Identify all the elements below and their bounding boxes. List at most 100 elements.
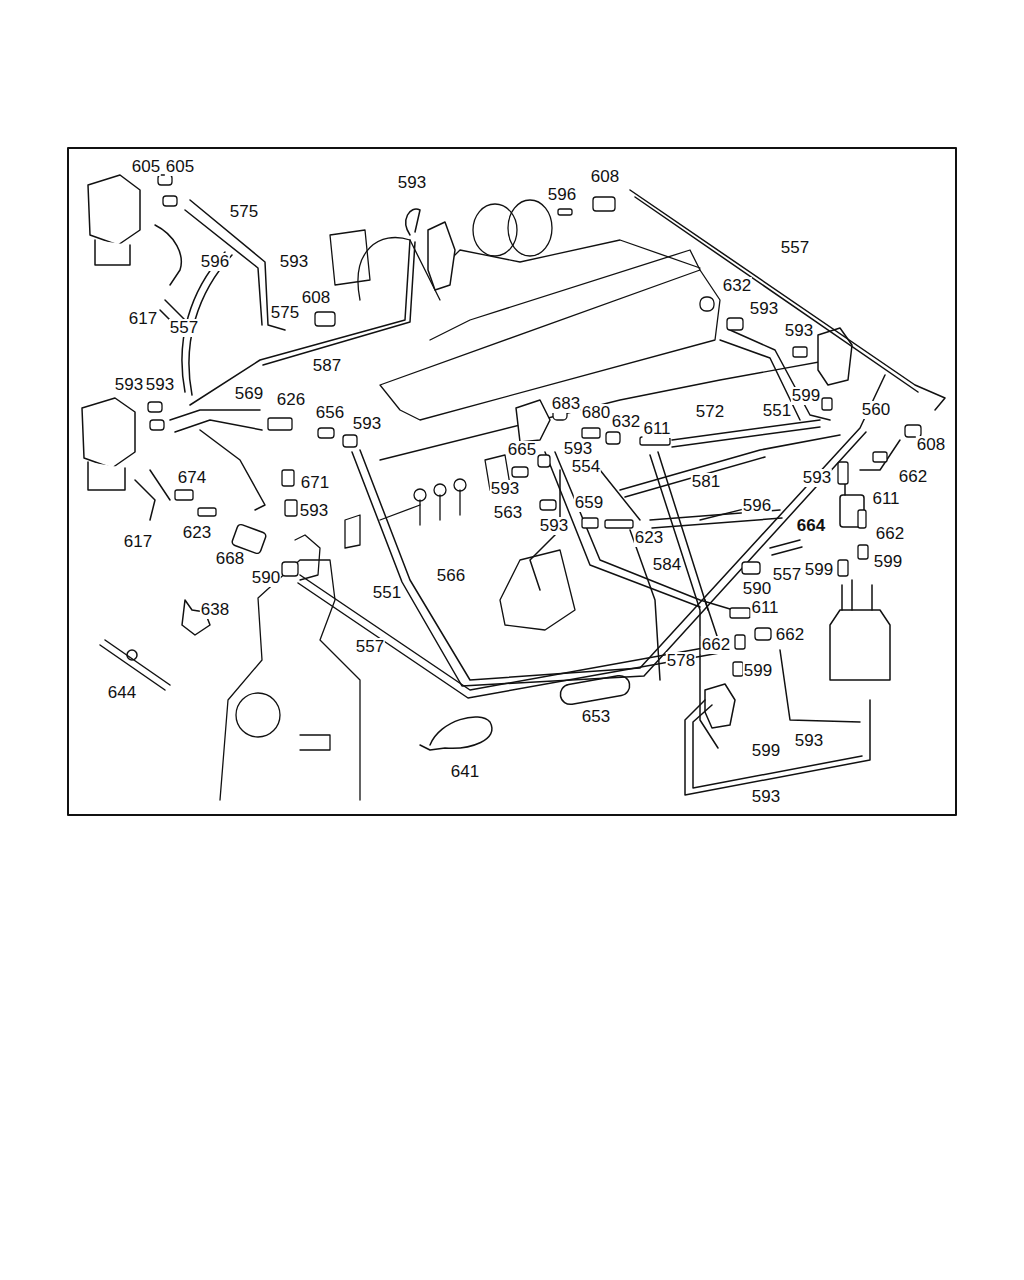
callout-number: 599 [751, 742, 781, 760]
vacuum-hose [200, 430, 265, 510]
hose-fitting [315, 312, 335, 326]
vacuum-hose [720, 340, 800, 420]
callout-number: 664 [796, 517, 826, 535]
hose-fitting [285, 500, 297, 516]
callout-number: 593 [397, 174, 427, 192]
callout-number: 596 [742, 497, 772, 515]
callout-number: 593 [784, 322, 814, 340]
vacuum-hose [135, 190, 945, 795]
hose-fitting [838, 560, 848, 576]
vacuum-hose [135, 470, 170, 520]
hose-fitting [512, 467, 528, 477]
hose-fitting [858, 545, 868, 559]
callout-number: 617 [128, 310, 158, 328]
callout-number: 593 [490, 480, 520, 498]
hose-fitting [735, 635, 745, 649]
callout-number: 632 [611, 413, 641, 431]
hose-fitting [593, 197, 615, 211]
hose-fitting [730, 608, 750, 618]
engine-outline [220, 560, 360, 800]
vacuum-component [842, 580, 872, 610]
hose-fitting [268, 418, 292, 430]
callout-number: 662 [701, 636, 731, 654]
engine-outline [430, 250, 700, 340]
callout-number: 563 [493, 504, 523, 522]
callout-number: 572 [695, 403, 725, 421]
vacuum-component [82, 398, 135, 468]
engine-outline [434, 484, 446, 496]
callout-number: 680 [581, 404, 611, 422]
callout-number: 596 [547, 186, 577, 204]
callout-number: 587 [312, 357, 342, 375]
hose-fitting [838, 462, 848, 484]
callout-number: 593 [352, 415, 382, 433]
vacuum-component [428, 222, 455, 290]
hose-fitting [793, 347, 807, 357]
callout-number: 578 [666, 652, 696, 670]
vacuum-hose [770, 540, 802, 555]
callout-number: 683 [551, 395, 581, 413]
vacuum-component [95, 240, 130, 265]
vacuum-component [830, 610, 890, 680]
callout-number: 608 [590, 168, 620, 186]
vacuum-hose [620, 435, 840, 497]
callout-number: 593 [794, 732, 824, 750]
callout-number: 674 [177, 469, 207, 487]
engine-outline [380, 360, 830, 460]
vacuum-component [705, 684, 735, 728]
hose-fitting [727, 318, 743, 330]
callout-number: 593 [802, 469, 832, 487]
callout-number: 653 [581, 708, 611, 726]
callout-number: 611 [871, 490, 900, 508]
callout-number: 593 [539, 517, 569, 535]
callout-number: 584 [652, 556, 682, 574]
callout-number: 593 [751, 788, 781, 806]
hose-fitting [540, 500, 556, 510]
vacuum-hose [630, 530, 660, 680]
engine-outline [473, 204, 517, 256]
callout-number: 590 [251, 569, 281, 587]
callout-number: 593 [114, 376, 144, 394]
vacuum-hose [298, 583, 725, 698]
hose-fitting [158, 175, 172, 185]
vacuum-hose [600, 470, 640, 520]
hose-fitting [538, 455, 550, 467]
hose-fitting [343, 435, 357, 447]
engine-outline [414, 489, 426, 501]
callout-number: 581 [691, 473, 721, 491]
vacuum-hose [555, 452, 740, 612]
callout-number: 662 [775, 626, 805, 644]
callout-number: 596 [200, 253, 230, 271]
callout-number: 599 [873, 553, 903, 571]
callout-number: 575 [270, 304, 300, 322]
engine-outline [380, 270, 720, 420]
callout-number: 551 [762, 402, 792, 420]
callout-number: 566 [436, 567, 466, 585]
vacuum-component [82, 175, 890, 728]
callout-number: 557 [169, 319, 199, 337]
hose-fitting [198, 508, 216, 516]
vacuum-hose [845, 440, 900, 495]
callout-number: 623 [182, 524, 212, 542]
cable-tie [127, 650, 137, 660]
vacuum-component [88, 175, 140, 245]
engine-outline [300, 735, 330, 750]
vacuum-hose [730, 330, 830, 420]
vacuum-hose [635, 197, 918, 392]
hose-fitting [318, 428, 334, 438]
hose-fitting [558, 209, 572, 215]
callout-number: 593 [279, 253, 309, 271]
engine-outline [220, 200, 830, 800]
hose-fitting [148, 402, 162, 412]
callout-number: 593 [563, 440, 593, 458]
callout-number: 632 [722, 277, 752, 295]
callout-number: 623 [634, 529, 664, 547]
vacuum-hose [693, 705, 862, 788]
hose-fitting [150, 420, 164, 430]
hose-fitting [163, 196, 177, 206]
engine-outline [330, 230, 370, 285]
callout-number: 671 [300, 474, 330, 492]
vacuum-hose [352, 432, 866, 686]
vacuum-hose [650, 455, 718, 748]
